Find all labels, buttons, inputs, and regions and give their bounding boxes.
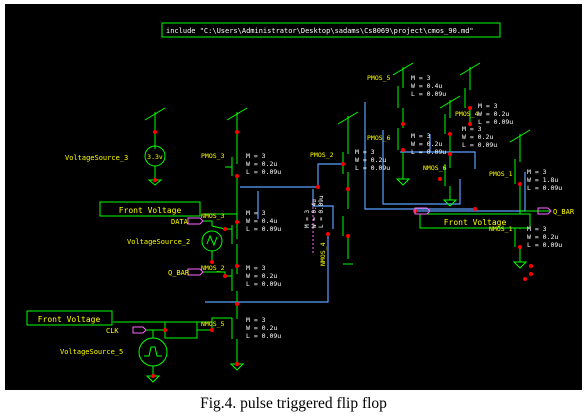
front-voltage-label-3: Front Voltage — [444, 218, 507, 227]
nmos-2-param-m: M = 3 — [246, 264, 266, 272]
pmos-4-annotation: PMOS_4M = 3W = 0.2uL = 0.09u — [455, 102, 513, 126]
nmos-4-label: NMOS_4 — [319, 242, 327, 266]
nmos-6-annotation: NMOS_6 M = 3W = 0.2uL = 0.09u — [423, 125, 497, 172]
voltage-source-3-label: VoltageSource_3 — [65, 154, 128, 162]
pmos-4-param-m: M = 3 — [478, 102, 498, 110]
nmos-2-param-w: W = 0.2u — [246, 272, 277, 280]
nmos-2-annotation: NMOS_2 M = 3W = 0.2uL = 0.09u — [201, 264, 281, 288]
voltage-source-3-value: 3.3v — [147, 153, 163, 161]
nmos-3-param-m: M = 3 — [246, 209, 266, 217]
nmos-2-param-l: L = 0.09u — [246, 280, 281, 288]
node-dots — [151, 106, 533, 378]
nmos-2-name: NMOS_2 — [201, 264, 225, 272]
pmos-2-name: PMOS_2 — [310, 151, 334, 159]
nmos-5-param-m: M = 3 — [246, 316, 266, 324]
nmos-5-annotation: NMOS_5 M = 3W = 0.2uL = 0.09u — [201, 316, 281, 340]
pmos-5-name: PMOS_5 — [367, 74, 391, 82]
nmos-6-param-m: M = 3 — [462, 125, 482, 133]
figure-caption: Fig.4. pulse triggered flip flop — [200, 395, 387, 412]
pmos-1-param-l: L = 0.09u — [527, 184, 562, 192]
pmos-5-param-m: M = 3 — [411, 74, 431, 82]
nmos-1-param-m: M = 3 — [527, 225, 547, 233]
nmos-3-annotation: NMOS_3 M = 3W = 0.4uL = 0.09u — [201, 209, 281, 233]
pmos-6-name: PMOS_6 — [367, 134, 391, 142]
nmos-4-param-w: W = 0.4u — [311, 199, 318, 228]
pmos-3-annotation: PMOS_3 M = 3W = 0.2uL = 0.09u — [201, 152, 281, 176]
clk-port-label: CLK — [106, 327, 119, 335]
pmos-3-param-m: M = 3 — [246, 152, 266, 160]
voltage-source-2-label: VoltageSource_2 — [127, 238, 190, 246]
pmos-4-name: PMOS_4 — [455, 110, 479, 118]
front-voltage-label-2: Front Voltage — [38, 315, 101, 324]
pmos-2-annotation: PMOS_2 M = 3W = 0.2uL = 0.09u — [310, 148, 390, 172]
nmos-4-param-l: L = 0.09u — [318, 195, 325, 228]
pmos-3-param-w: W = 0.2u — [246, 160, 277, 168]
nmos-5-param-w: W = 0.2u — [246, 324, 277, 332]
qbar-input-label: Q_BAR — [168, 269, 190, 277]
data-port-label: DATA — [171, 218, 189, 226]
pmos-2-param-w: W = 0.2u — [355, 156, 386, 164]
include-directive-box — [161, 22, 501, 38]
include-directive: include "C:\Users\Administrator\Desktop\… — [166, 27, 474, 35]
nmos-4-vertical: NMOS_4 — [319, 242, 327, 266]
nmos-6-name: NMOS_6 — [423, 164, 447, 172]
pmos-3-param-l: L = 0.09u — [246, 168, 281, 176]
nmos-5-name: NMOS_5 — [201, 320, 225, 328]
port-pins — [132, 207, 552, 334]
schematic-canvas: include "C:\Users\Administrator\Desktop\… — [5, 4, 582, 390]
circuit-schematic: include "C:\Users\Administrator\Desktop\… — [26, 22, 575, 383]
pmos-5-annotation: PMOS_5 M = 3W = 0.4uL = 0.09u — [367, 74, 446, 98]
pmos-5-param-w: W = 0.4u — [411, 82, 442, 90]
pmos-4-param-l: L = 0.09u — [478, 118, 513, 126]
nmos-1-param-w: W = 0.2u — [527, 233, 558, 241]
pmos-2-param-m: M = 3 — [355, 148, 375, 156]
nmos-4-param-m: M = 3 — [304, 210, 311, 228]
pmos-2-param-l: L = 0.09u — [355, 164, 390, 172]
pmos-6-param-m: M = 3 — [411, 132, 431, 140]
pmos-1-annotation: PMOS_1 M = 3W = 1.8uL = 0.09u — [489, 168, 562, 192]
front-voltage-box-1 — [99, 201, 201, 217]
pmos-6-param-w: W = 0.2u — [411, 140, 442, 148]
nmos-4-params: M = 3 W = 0.4u L = 0.09u — [304, 195, 325, 228]
pmos-6-annotation: PMOS_6 M = 3W = 0.2uL = 0.09u — [367, 132, 446, 156]
nmos-6-param-l: L = 0.09u — [462, 141, 497, 149]
front-voltage-label-1: Front Voltage — [119, 206, 182, 215]
voltage-source-5-label: VoltageSource_5 — [60, 348, 123, 356]
nmos-3-param-w: W = 0.4u — [246, 217, 277, 225]
qbar-output-label: Q_BAR — [553, 208, 575, 216]
nmos-1-name: NMOS_1 — [489, 225, 513, 233]
circuit-wires — [113, 62, 550, 383]
pmos-1-param-w: W = 1.8u — [527, 176, 558, 184]
front-voltage-box-2 — [26, 310, 113, 326]
nmos-3-name: NMOS_3 — [201, 212, 225, 220]
nmos-1-param-l: L = 0.09u — [527, 241, 562, 249]
pmos-3-name: PMOS_3 — [201, 152, 225, 160]
nmos-6-param-w: W = 0.2u — [462, 133, 493, 141]
pmos-5-param-l: L = 0.09u — [411, 90, 446, 98]
nmos-5-param-l: L = 0.09u — [246, 332, 281, 340]
pmos-1-name: PMOS_1 — [489, 170, 513, 178]
pmos-6-param-l: L = 0.09u — [411, 148, 446, 156]
bus-wires — [205, 102, 526, 303]
pmos-1-param-m: M = 3 — [527, 168, 547, 176]
front-voltage-box-3 — [419, 213, 531, 229]
nmos-1-annotation: NMOS_1 M = 3W = 0.2uL = 0.09u — [489, 225, 562, 249]
nmos-3-param-l: L = 0.09u — [246, 225, 281, 233]
pmos-4-param-w: W = 0.2u — [478, 110, 509, 118]
